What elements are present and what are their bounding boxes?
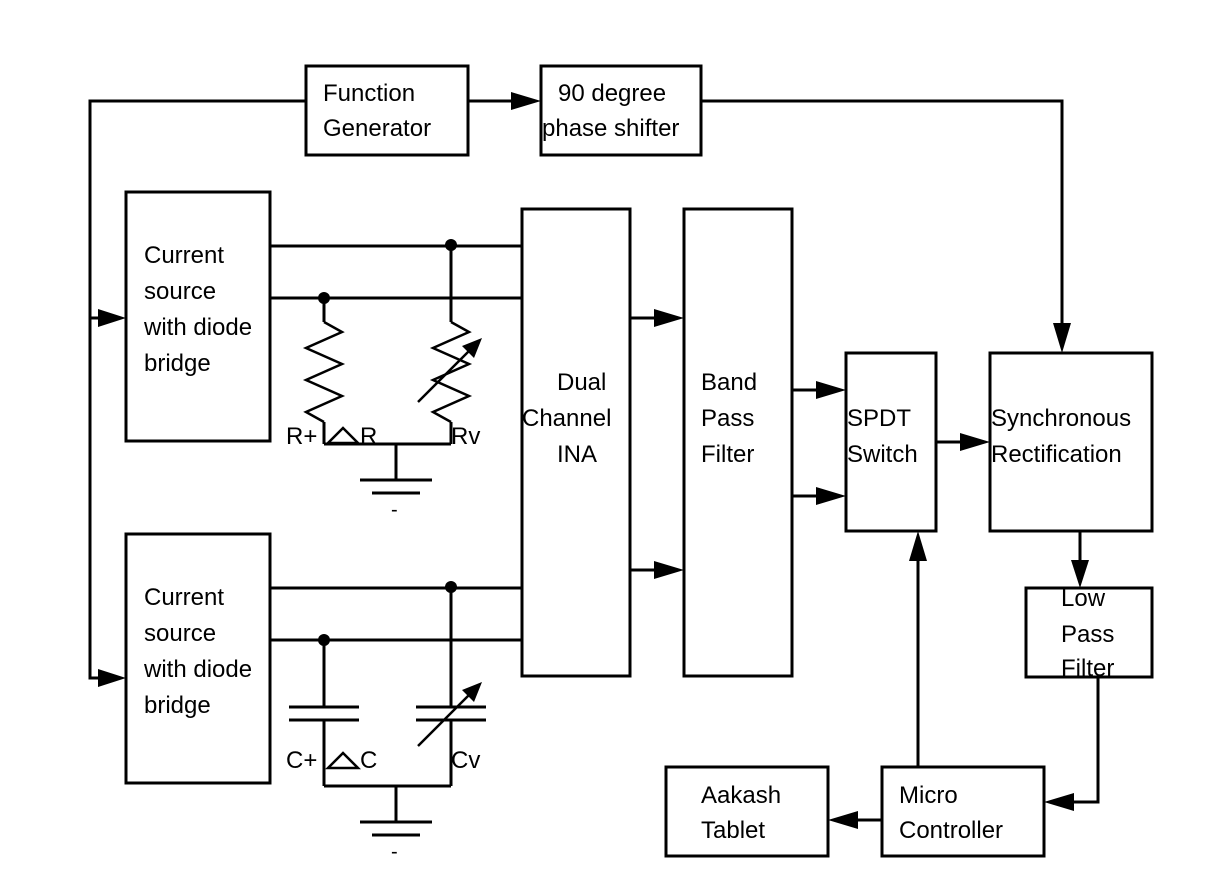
micro-controller-block: Micro Controller: [880, 765, 1046, 858]
sync-rect-label-1: Synchronous: [991, 405, 1131, 432]
aakash-tablet-label-1: Aakash: [701, 782, 781, 809]
spdt-switch-block: SPDT Switch: [844, 351, 938, 533]
current-source-top-block: Current source with diode bridge: [124, 190, 272, 443]
bpf-label-3: Filter: [701, 441, 754, 468]
band-pass-filter-block: Band Pass Filter: [682, 207, 794, 678]
lpf-to-mcu-wire: [1051, 677, 1100, 804]
arrow-into-spdt-2: [816, 487, 846, 505]
current-source-top-label-1: Current: [144, 242, 224, 269]
micro-controller-label-2: Controller: [899, 817, 1003, 844]
synchronous-rectification-block: Synchronous Rectification: [988, 351, 1154, 533]
phase-shifter-to-sync-rect-wire: [701, 99, 1064, 346]
cv-variable-arrow-line: [417, 687, 477, 747]
arrow-into-tablet: [828, 811, 858, 829]
current-source-bottom-block: Current source with diode bridge: [124, 532, 272, 785]
aakash-tablet-label-2: Tablet: [701, 817, 765, 844]
delta-c-label: C: [360, 747, 377, 774]
lpf-label-3: Filter: [1061, 655, 1114, 682]
arrow-into-spdt-control: [909, 531, 927, 561]
cv-variable-arrow-icon: [462, 682, 482, 702]
resistor-rv-zigzag: [429, 320, 473, 424]
arrow-into-bpf-2: [654, 561, 684, 579]
spdt-label-1: SPDT: [847, 405, 911, 432]
arrow-into-mcu: [1044, 793, 1074, 811]
delta-r-triangle-icon: [324, 426, 362, 445]
bpf-label-2: Pass: [701, 405, 754, 432]
arrow-into-lpf: [1071, 560, 1089, 588]
dual-channel-ina-block: Dual Channel INA: [520, 207, 632, 678]
function-generator-label-2: Generator: [323, 115, 431, 142]
bpf-label-1: Band: [701, 369, 757, 396]
ina-label-1: Dual: [557, 369, 606, 396]
phase-shifter-label-1: 90 degree: [558, 80, 666, 107]
aakash-tablet-block: Aakash Tablet: [664, 765, 830, 858]
lpf-label-1: Low: [1061, 585, 1106, 612]
arrow-into-bottom-source: [98, 669, 126, 687]
top-ground-minus: -: [391, 499, 398, 521]
function-generator-label-1: Function: [323, 80, 415, 107]
rv-label: Rv: [451, 423, 480, 450]
low-pass-filter-block: Low Pass Filter: [1024, 585, 1154, 682]
rv-variable-arrow-icon: [462, 338, 482, 358]
arrow-into-top-source: [98, 309, 126, 327]
phase-shifter-label-2: phase shifter: [542, 115, 679, 142]
delta-c-triangle-icon: [324, 751, 362, 770]
current-source-bottom-label-4: bridge: [144, 692, 211, 719]
phase-shifter-block: 90 degree phase shifter: [539, 64, 703, 157]
r-plus-label: R+: [286, 423, 317, 450]
bottom-ground-minus: -: [391, 841, 398, 863]
ina-label-2: Channel: [522, 405, 611, 432]
cv-label: Cv: [451, 747, 480, 774]
arrow-into-phase-shifter: [511, 92, 541, 110]
ina-label-3: INA: [557, 441, 597, 468]
lpf-label-2: Pass: [1061, 621, 1114, 648]
arrow-into-spdt-1: [816, 381, 846, 399]
current-source-bottom-label-1: Current: [144, 584, 224, 611]
spdt-label-2: Switch: [847, 441, 918, 468]
current-source-bottom-label-2: source: [144, 620, 216, 647]
sync-rect-label-2: Rectification: [991, 441, 1122, 468]
current-source-top-label-2: source: [144, 278, 216, 305]
delta-r-label: R: [360, 423, 377, 450]
resistor-r-zigzag: [302, 320, 346, 424]
c-plus-label: C+: [286, 747, 317, 774]
arrow-into-sync-rect-top: [1053, 323, 1071, 353]
micro-controller-label-1: Micro: [899, 782, 958, 809]
arrow-into-sync-rect: [960, 433, 990, 451]
current-source-top-label-3: with diode: [143, 314, 252, 341]
arrow-into-bpf-1: [654, 309, 684, 327]
current-source-top-label-4: bridge: [144, 350, 211, 377]
function-generator-block: Function Generator: [304, 64, 470, 157]
current-source-bottom-label-3: with diode: [143, 656, 252, 683]
rv-variable-arrow-line: [417, 343, 477, 403]
